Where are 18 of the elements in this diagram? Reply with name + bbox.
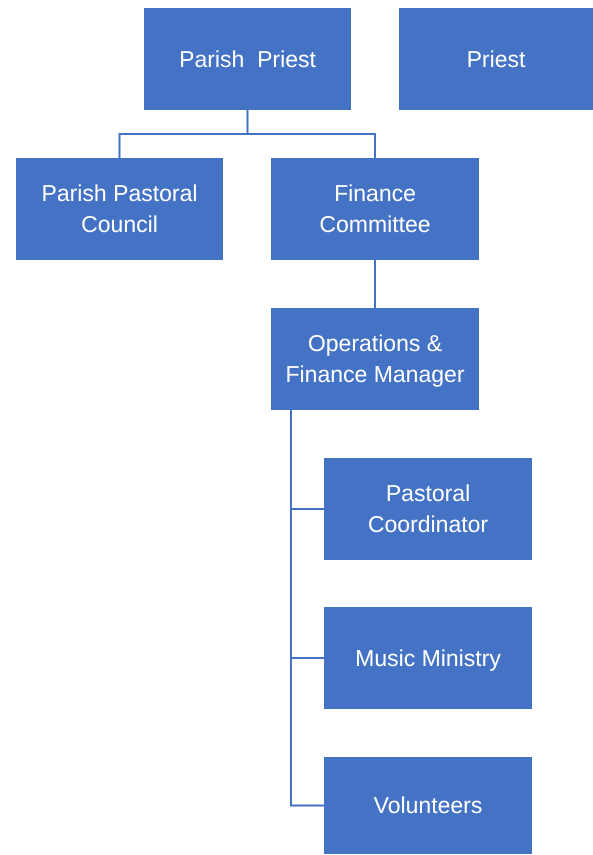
org-box [271,158,479,260]
connector-line [246,110,376,158]
role-title: Parish Priest [179,44,316,74]
role-title: Pastoral Coordinator [366,479,490,539]
org-box [324,458,532,560]
role-title: Music Ministry [355,644,501,673]
role-title: Priest [466,44,526,74]
org-box [271,308,479,410]
org-box [324,607,532,709]
org-box [16,158,223,260]
role-title: Volunteers [374,791,482,820]
org-box [144,8,351,110]
role-title: Operations & Finance Manager [284,329,466,389]
role-title: Finance Committee [318,179,432,239]
role-title: Parish Pastoral Council [40,179,198,239]
org-box [324,757,532,854]
connector-line [374,260,376,308]
org-box [399,8,593,110]
